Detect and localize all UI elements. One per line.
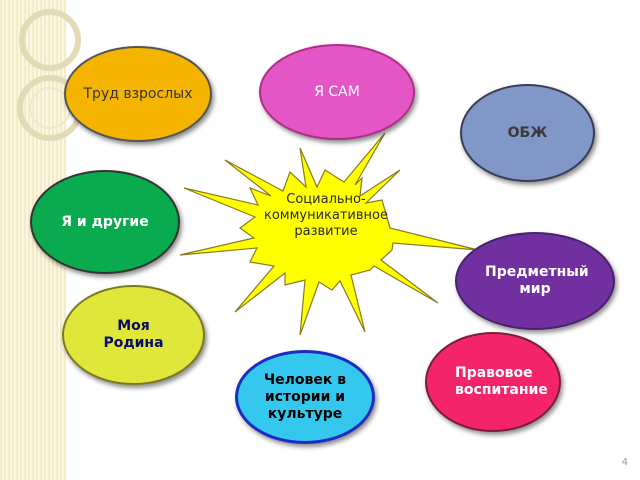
node-label: Предметный мир — [485, 264, 589, 297]
node-pravovoe-vospitanie[interactable]: Правовое воспитание — [425, 332, 561, 432]
node-label: Человек в истории и культуре — [263, 371, 347, 422]
node-ya-i-drugie[interactable]: Я и другие — [30, 170, 180, 274]
node-ya-sam[interactable]: Я САМ — [259, 44, 415, 140]
page-number: 4 — [621, 457, 628, 468]
node-label: Правовое воспитание — [455, 365, 548, 398]
node-obzh[interactable]: ОБЖ — [460, 84, 595, 182]
node-label: Труд взрослых — [83, 85, 193, 102]
node-predmetnyy-mir[interactable]: Предметный мир — [455, 232, 615, 330]
center-label: Социально-коммуникативное развитие — [263, 192, 388, 239]
node-label: Я и другие — [61, 213, 149, 230]
node-label: ОБЖ — [507, 124, 548, 141]
node-label: Я САМ — [314, 83, 360, 100]
node-trud-vzroslyh[interactable]: Труд взрослых — [64, 46, 212, 142]
node-label: Моя Родина — [103, 318, 164, 351]
node-chelovek-v-istorii[interactable]: Человек в истории и культуре — [235, 350, 375, 444]
node-moya-rodina[interactable]: Моя Родина — [62, 285, 205, 385]
